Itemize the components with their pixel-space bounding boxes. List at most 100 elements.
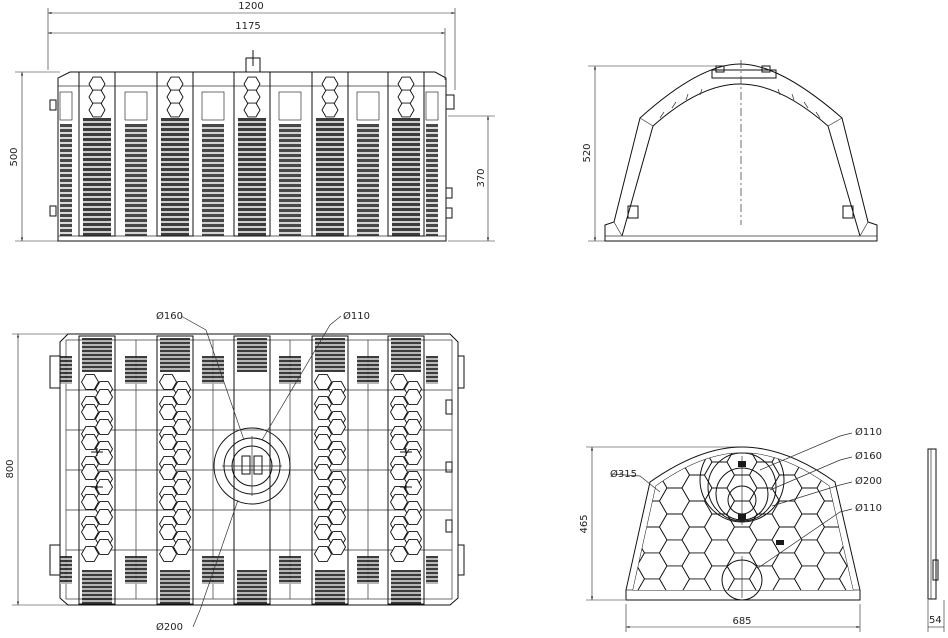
top-hex bbox=[80, 404, 100, 420]
top-hex bbox=[94, 509, 114, 525]
top-rib-block bbox=[82, 570, 112, 604]
end-hex bbox=[795, 592, 825, 618]
top-hex bbox=[80, 546, 100, 562]
top-hex bbox=[158, 524, 178, 540]
top-mark bbox=[400, 483, 412, 491]
end-diameter-200-label: Ø200 bbox=[855, 475, 882, 487]
top-rib-block bbox=[82, 338, 112, 372]
front-hex bbox=[397, 102, 415, 118]
end-hex bbox=[772, 423, 802, 449]
top-hex bbox=[80, 464, 100, 480]
front-gap-block bbox=[60, 124, 72, 236]
end-hex bbox=[840, 592, 870, 618]
end-hex bbox=[705, 618, 735, 638]
thickness-view: 54 bbox=[927, 448, 945, 632]
front-hex bbox=[321, 102, 339, 118]
top-rib-block bbox=[237, 338, 267, 372]
end-diameter-315-label: Ø315 bbox=[610, 468, 637, 480]
end-hex bbox=[885, 462, 915, 488]
end-hex bbox=[570, 436, 600, 462]
end-hex bbox=[838, 513, 853, 541]
end-hex bbox=[862, 605, 892, 631]
front-gap-block bbox=[426, 124, 438, 236]
top-gap-block bbox=[279, 556, 301, 584]
top-gap-block bbox=[60, 356, 72, 384]
top-hex bbox=[172, 479, 192, 495]
front-gap-block bbox=[279, 124, 301, 236]
front-gap-block bbox=[357, 124, 379, 236]
end-hex bbox=[840, 618, 870, 638]
thickness-label: 54 bbox=[929, 615, 942, 626]
front-hex bbox=[321, 89, 339, 105]
top-mark bbox=[91, 448, 103, 456]
top-rib-block bbox=[391, 338, 421, 372]
front-gap-frame bbox=[124, 91, 148, 121]
top-rib-block bbox=[315, 338, 345, 372]
end-width-label: 685 bbox=[732, 616, 751, 627]
top-diameter-110-label: Ø110 bbox=[343, 310, 370, 322]
top-hex bbox=[94, 419, 114, 435]
top-hex bbox=[389, 494, 409, 510]
top-hex bbox=[172, 389, 192, 405]
front-hex bbox=[88, 76, 106, 92]
top-hex bbox=[327, 539, 347, 555]
front-hex bbox=[166, 89, 184, 105]
top-hex bbox=[172, 419, 192, 435]
end-hex bbox=[636, 453, 668, 476]
front-hex bbox=[321, 76, 339, 92]
top-mark bbox=[400, 448, 412, 456]
top-rib-block bbox=[237, 570, 267, 604]
top-hex bbox=[313, 524, 333, 540]
front-hex bbox=[397, 89, 415, 105]
end-hex bbox=[570, 540, 600, 566]
front-gap-frame bbox=[201, 91, 225, 121]
top-hex bbox=[158, 434, 178, 450]
top-length-label: 800 bbox=[5, 459, 16, 478]
end-diameter-110-bottom-label: Ø110 bbox=[855, 502, 882, 514]
top-gap-block bbox=[202, 356, 224, 384]
top-hex bbox=[327, 419, 347, 435]
top-hex bbox=[80, 524, 100, 540]
top-rib-block bbox=[160, 338, 190, 372]
top-hex bbox=[389, 374, 409, 390]
front-width-inner-label: 1175 bbox=[235, 21, 260, 32]
front-gap-frame bbox=[59, 91, 73, 121]
front-hex bbox=[88, 89, 106, 105]
front-hex bbox=[397, 76, 415, 92]
front-hex bbox=[166, 76, 184, 92]
end-hex bbox=[570, 592, 600, 618]
top-hex bbox=[313, 404, 333, 420]
end-hex bbox=[885, 436, 915, 462]
top-hex bbox=[94, 389, 114, 405]
front-hex bbox=[243, 76, 261, 92]
end-hex bbox=[592, 605, 622, 631]
end-hex bbox=[885, 592, 915, 618]
top-hex bbox=[403, 449, 423, 465]
end-hex bbox=[885, 540, 915, 566]
end-hex bbox=[592, 501, 622, 527]
top-hex bbox=[172, 509, 192, 525]
end-hex bbox=[592, 579, 622, 605]
end-hex bbox=[570, 488, 600, 514]
end-hex bbox=[885, 488, 915, 514]
end-hex bbox=[592, 553, 622, 579]
end-hex bbox=[885, 514, 915, 540]
top-hex bbox=[313, 434, 333, 450]
end-height-label: 465 bbox=[579, 514, 590, 533]
end-hex bbox=[570, 462, 600, 488]
end-view: 465 685 Ø315 Ø110 Ø160 bbox=[570, 423, 915, 638]
top-hex bbox=[403, 389, 423, 405]
top-hex bbox=[313, 494, 333, 510]
top-hex bbox=[94, 449, 114, 465]
top-diameter-160-label: Ø160 bbox=[156, 310, 183, 322]
end-hex bbox=[660, 592, 690, 618]
top-rib-block bbox=[315, 570, 345, 604]
top-hex bbox=[327, 389, 347, 405]
top-hex bbox=[158, 464, 178, 480]
front-height-total-label: 500 bbox=[9, 147, 20, 166]
top-hex bbox=[172, 449, 192, 465]
top-hex bbox=[389, 524, 409, 540]
top-hex bbox=[389, 434, 409, 450]
top-hex bbox=[389, 464, 409, 480]
